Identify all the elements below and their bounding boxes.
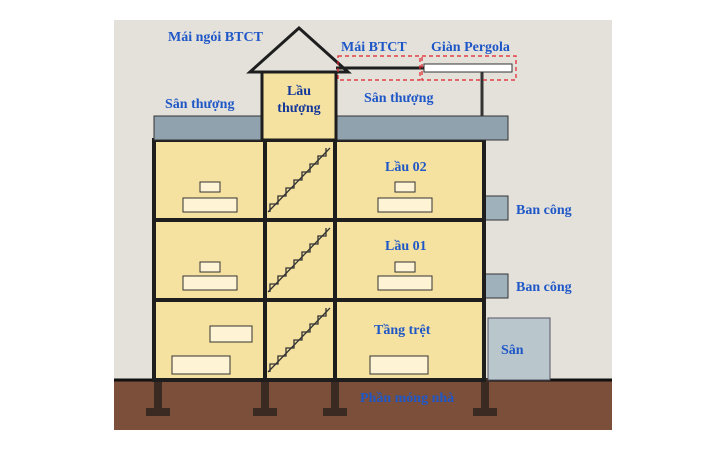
label-floor-2: Lầu 02: [385, 160, 427, 175]
label-attic-line2: thượng: [277, 101, 320, 116]
label-balcony-lower: Ban công: [516, 280, 572, 295]
label-floor-1: Lầu 01: [385, 239, 427, 254]
floor-slabs: [154, 218, 484, 302]
pergola-beams: [423, 63, 513, 73]
label-yard: Sân: [501, 343, 524, 358]
building-rooms: [152, 138, 486, 382]
label-roof-slab: Mái BTCT: [341, 40, 407, 55]
balcony-upper: [483, 195, 509, 221]
label-roof-tile: Mái ngói BTCT: [168, 30, 264, 45]
bed-furniture: [182, 181, 433, 291]
label-pergola: Giàn Pergola: [431, 40, 510, 55]
pergola-highlight: [421, 55, 517, 81]
label-foundation: Phần móng nhà: [360, 391, 454, 406]
balcony-lower: [483, 273, 509, 299]
label-attic-line1: Lầu: [287, 84, 311, 99]
gable-roof: [246, 25, 352, 74]
ground-floor-furniture: [171, 325, 429, 375]
attic-room: [260, 66, 338, 142]
label-terrace-left: Sân thượng: [165, 97, 234, 112]
label-terrace-right: Sân thượng: [364, 91, 433, 106]
stair-walls: [263, 140, 337, 380]
yard-block: [487, 317, 551, 381]
ground-soil: [114, 380, 612, 430]
foundation-footings: [146, 378, 497, 416]
roof-slab-highlight: [337, 55, 421, 81]
staircases: [267, 147, 331, 373]
label-balcony-upper: Ban công: [516, 203, 572, 218]
label-ground-floor: Tầng trệt: [374, 323, 431, 338]
